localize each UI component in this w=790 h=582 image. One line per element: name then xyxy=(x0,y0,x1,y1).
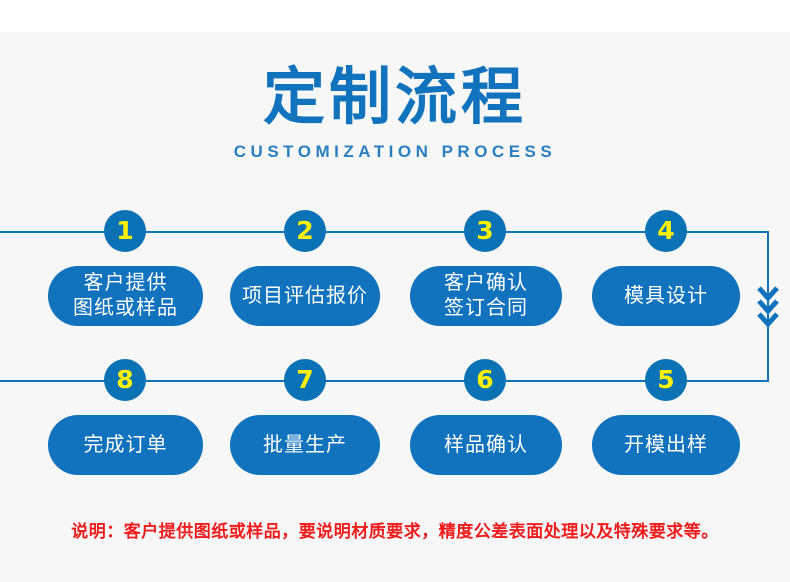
step-label-8: 完成订单 xyxy=(83,434,168,456)
page-header: 定制流程 CUSTOMIZATION PROCESS xyxy=(0,62,790,162)
step-card-5[interactable]: 开模出样 xyxy=(592,415,740,475)
step-badge-4[interactable]: 4 xyxy=(645,210,687,252)
step-label-4: 模具设计 xyxy=(624,285,708,307)
page-title: 定制流程 xyxy=(262,63,527,132)
step-card-6[interactable]: 样品确认 xyxy=(410,415,562,475)
step-label-6: 样品确认 xyxy=(444,434,528,456)
step-card-7[interactable]: 批量生产 xyxy=(230,415,380,475)
step-badge-3[interactable]: 3 xyxy=(464,210,506,252)
page-subtitle: CUSTOMIZATION PROCESS xyxy=(233,142,557,161)
step-card-4[interactable]: 模具设计 xyxy=(592,266,740,326)
step-card-1[interactable]: 客户提供 图纸或样品 xyxy=(48,266,203,326)
chevron-double-down-icon xyxy=(755,282,781,330)
footer-note: 说明：客户提供图纸或样品，要说明材质要求，精度公差表面处理以及特殊要求等。 xyxy=(71,522,719,541)
step-label-3: 客户确认 签订合同 xyxy=(444,272,528,319)
step-card-2[interactable]: 项目评估报价 xyxy=(230,266,380,326)
connector-line-vertical-right xyxy=(767,231,769,382)
step-label-2: 项目评估报价 xyxy=(242,285,368,307)
step-badge-8[interactable]: 8 xyxy=(104,359,146,401)
step-badge-2[interactable]: 2 xyxy=(284,210,326,252)
step-label-7: 批量生产 xyxy=(263,434,347,456)
step-card-8[interactable]: 完成订单 xyxy=(48,415,203,475)
connector-line-top xyxy=(0,231,769,233)
connector-line-bottom xyxy=(0,380,769,382)
step-badge-1[interactable]: 1 xyxy=(104,210,146,252)
step-label-5: 开模出样 xyxy=(624,434,708,456)
step-badge-7[interactable]: 7 xyxy=(284,359,326,401)
step-label-1: 客户提供 图纸或样品 xyxy=(73,272,178,319)
step-badge-6[interactable]: 6 xyxy=(464,359,506,401)
step-card-3[interactable]: 客户确认 签订合同 xyxy=(410,266,562,326)
step-badge-5[interactable]: 5 xyxy=(645,359,687,401)
